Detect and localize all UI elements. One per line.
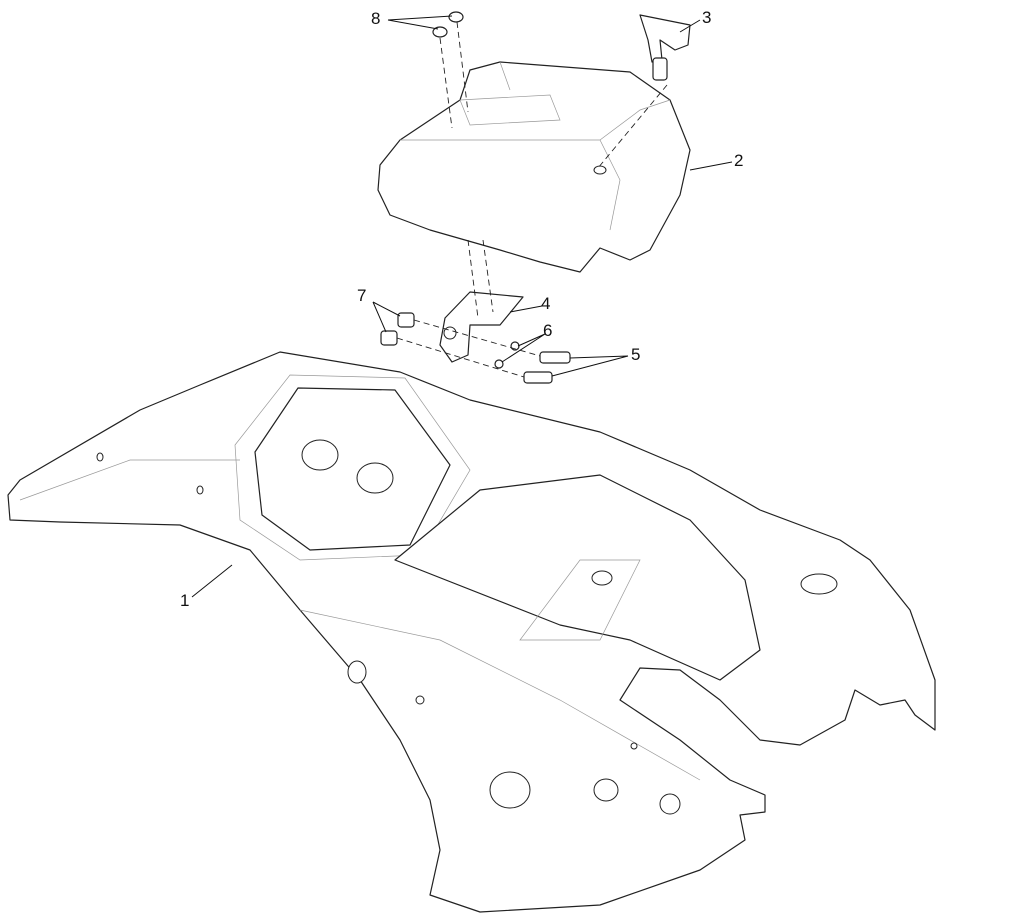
leader-lines xyxy=(191,15,733,598)
callout-8: 8 xyxy=(371,9,381,28)
part-2-storage-box xyxy=(377,61,691,273)
callout-3: 3 xyxy=(702,8,712,27)
callout-7: 7 xyxy=(357,286,367,305)
callout-1: 1 xyxy=(180,591,190,610)
callout-4: 4 xyxy=(541,294,551,313)
part-1-rear-body xyxy=(7,351,936,913)
part-3-knob xyxy=(639,14,691,81)
callout-6: 6 xyxy=(543,321,553,340)
assembly-lines xyxy=(396,21,668,378)
part-8-fasteners xyxy=(432,11,464,38)
callout-5: 5 xyxy=(631,345,641,364)
part-4-bracket xyxy=(439,291,524,363)
callout-2: 2 xyxy=(734,151,744,170)
